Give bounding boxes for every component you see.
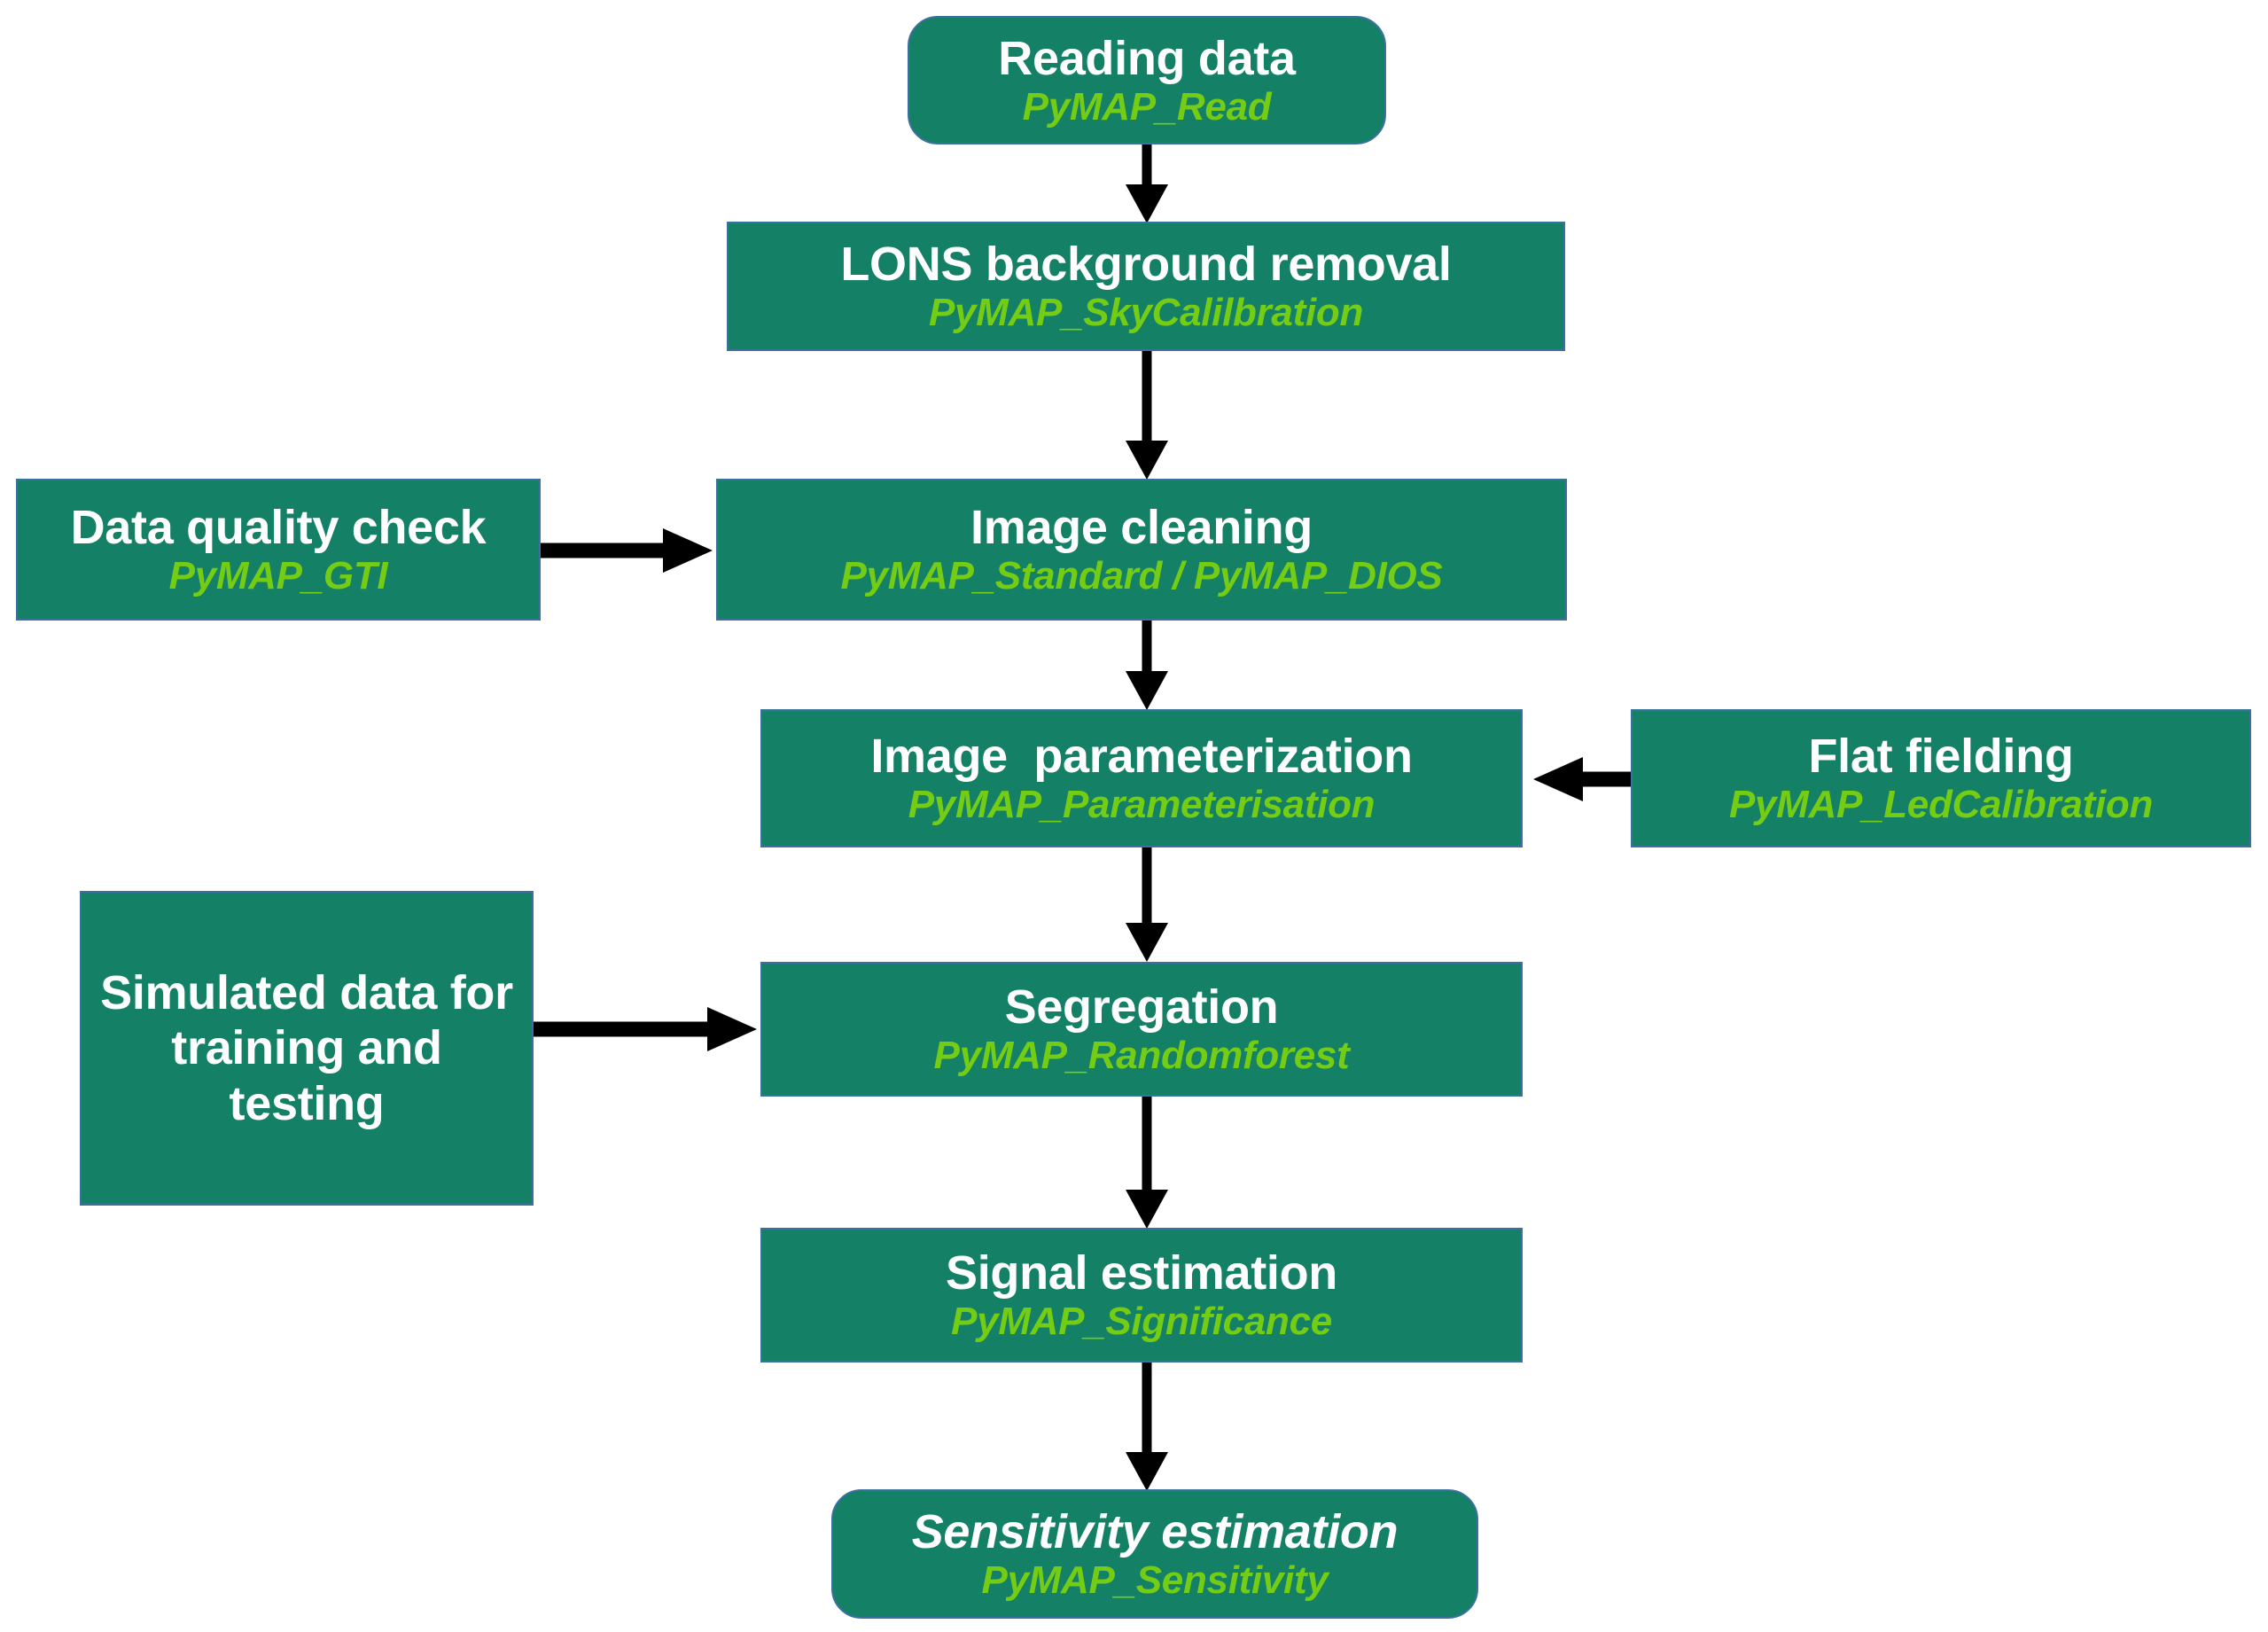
node-title: Data quality check (70, 501, 487, 555)
node-module: PyMAP_LedCalibration (1728, 783, 2154, 827)
node-module: PyMAP_Sensitivity (981, 1558, 1329, 1603)
node-signal-estimation[interactable]: Signal estimation PyMAP_Significance (760, 1228, 1523, 1363)
node-segregation[interactable]: Segregation PyMAP_Randomforest (760, 962, 1523, 1097)
edge-simulated-to-segregation (532, 1002, 764, 1057)
edge-cleaning-to-parameterization (1118, 618, 1175, 714)
node-data-quality-check[interactable]: Data quality check PyMAP_GTI (16, 479, 541, 621)
edge-reading-to-lons (1118, 142, 1175, 227)
node-module: PyMAP_Randomforest (933, 1034, 1350, 1078)
node-title: Simulated data for training and testing (100, 965, 513, 1130)
node-flat-fielding[interactable]: Flat fielding PyMAP_LedCalibration (1631, 709, 2251, 847)
node-title: Reading data (998, 31, 1296, 85)
node-title: Signal estimation (946, 1246, 1337, 1300)
edge-segregation-to-signal (1118, 1094, 1175, 1232)
edge-flatfield-to-parameterization (1526, 752, 1634, 807)
edge-parameterization-to-segregation (1118, 845, 1175, 965)
edge-quality-to-cleaning (539, 523, 720, 578)
edge-lons-to-cleaning (1118, 348, 1175, 483)
node-image-parameterization[interactable]: Image parameterization PyMAP_Parameteris… (760, 709, 1523, 847)
node-title: Segregation (1004, 980, 1279, 1035)
node-module: PyMAP_Parameterisation (908, 783, 1376, 827)
node-title: Sensitivity estimation (911, 1505, 1399, 1559)
node-module: PyMAP_SkyCalilbration (928, 291, 1364, 335)
node-module: PyMAP_Significance (951, 1300, 1332, 1344)
node-reading-data[interactable]: Reading data PyMAP_Read (908, 16, 1386, 144)
node-image-cleaning[interactable]: Image cleaning PyMAP_Standard / PyMAP_DI… (716, 479, 1567, 621)
node-title: Flat fielding (1808, 730, 2074, 784)
node-module: PyMAP_Read (1022, 84, 1272, 129)
node-title: Image cleaning (970, 501, 1313, 555)
node-lons-background-removal[interactable]: LONS background removal PyMAP_SkyCalilbr… (727, 222, 1565, 351)
node-sensitivity-estimation[interactable]: Sensitivity estimation PyMAP_Sensitivity (831, 1489, 1478, 1619)
node-module: PyMAP_Standard / PyMAP_DIOS (840, 554, 1443, 598)
node-simulated-data[interactable]: Simulated data for training and testing (80, 891, 534, 1206)
node-title: Image parameterization (870, 730, 1413, 784)
node-title: LONS background removal (840, 238, 1452, 292)
node-module: PyMAP_GTI (168, 554, 388, 598)
